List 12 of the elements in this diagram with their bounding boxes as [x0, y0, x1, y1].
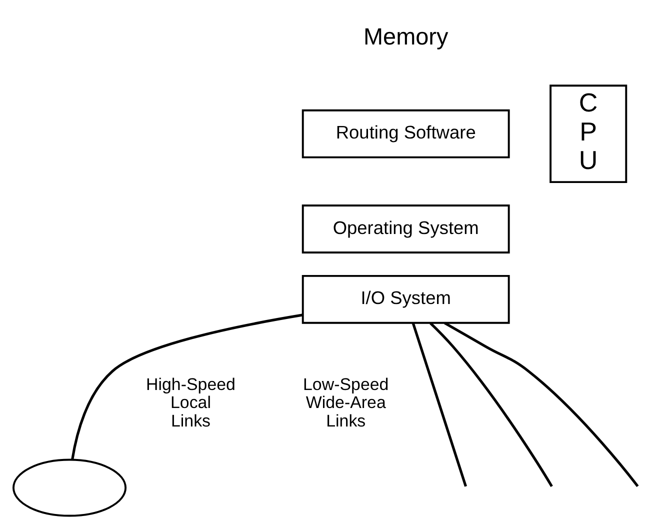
label: Low-Speed Wide-Area Links [303, 374, 389, 430]
node-ellipse [12, 458, 127, 517]
connector [430, 322, 553, 488]
connector [71, 314, 303, 460]
node-box: C P U [550, 84, 628, 184]
label: Memory [363, 23, 448, 50]
connector [444, 322, 639, 488]
node-box: I/O System [302, 274, 510, 324]
connector [412, 322, 468, 487]
node-box: Routing Software [302, 109, 510, 158]
label: High-Speed Local Links [146, 374, 236, 430]
node-box: Operating System [302, 204, 510, 254]
